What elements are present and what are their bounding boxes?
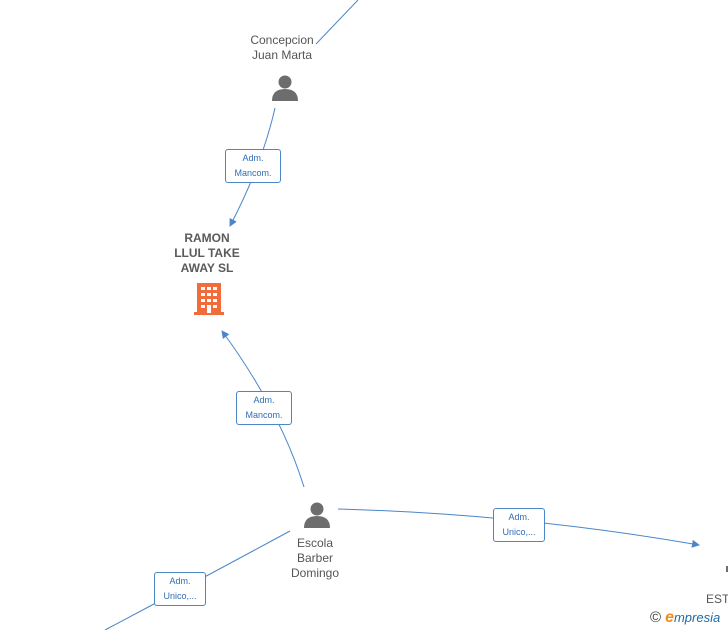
edge-label-line1: Adm. (169, 576, 191, 586)
person-name-line2: Barber (296, 551, 334, 565)
company-name-line3: AWAY SL (180, 261, 234, 275)
person-name-line1: Escola (296, 536, 334, 550)
edge-label-line2: Unico,... (163, 591, 197, 601)
edge-label-line1: Adm. (253, 395, 275, 405)
edge-label-line2: Unico,... (502, 527, 536, 537)
person-name-line1: Concepcion (250, 33, 314, 47)
edge-label-line1: Adm. (242, 153, 264, 163)
edge-label-line2: Mancom. (245, 410, 283, 420)
copyright-symbol: © (650, 609, 662, 626)
company-name-line2: LLUL TAKE (174, 246, 240, 260)
person-icon[interactable] (270, 74, 300, 102)
person-name-line3: Domingo (290, 566, 340, 580)
edge-label-escola-bottomleft[interactable]: Adm. Unico,... (154, 572, 206, 606)
company-name-line1: RAMON (184, 231, 230, 245)
empresia-watermark: ©empresia (650, 609, 720, 627)
edge-label-escola-company[interactable]: Adm. Mancom. (236, 391, 292, 425)
edge-label-line1: Adm. (508, 512, 530, 522)
person-label-concepcion[interactable]: Concepcion Juan Marta (236, 33, 328, 63)
person-name-line2: Juan Marta (251, 48, 313, 62)
edge-label-concepcion-company[interactable]: Adm. Mancom. (225, 149, 281, 183)
edge-label-line2: Mancom. (234, 168, 272, 178)
company-label-ramon-llul[interactable]: RAMON LLUL TAKE AWAY SL (162, 231, 252, 276)
offscreen-node-label[interactable]: EST (706, 592, 728, 607)
edge-top-to-concepcion (315, 0, 359, 45)
person-icon[interactable] (302, 501, 332, 529)
brand-name: mpresia (673, 610, 721, 625)
offscreen-node-fragment: EST (706, 592, 728, 606)
person-label-escola[interactable]: Escola Barber Domingo (275, 536, 355, 581)
brand-initial: e (665, 609, 674, 626)
building-icon[interactable] (193, 281, 225, 316)
edge-label-escola-right[interactable]: Adm. Unico,... (493, 508, 545, 542)
offscreen-node-tick (726, 566, 728, 572)
